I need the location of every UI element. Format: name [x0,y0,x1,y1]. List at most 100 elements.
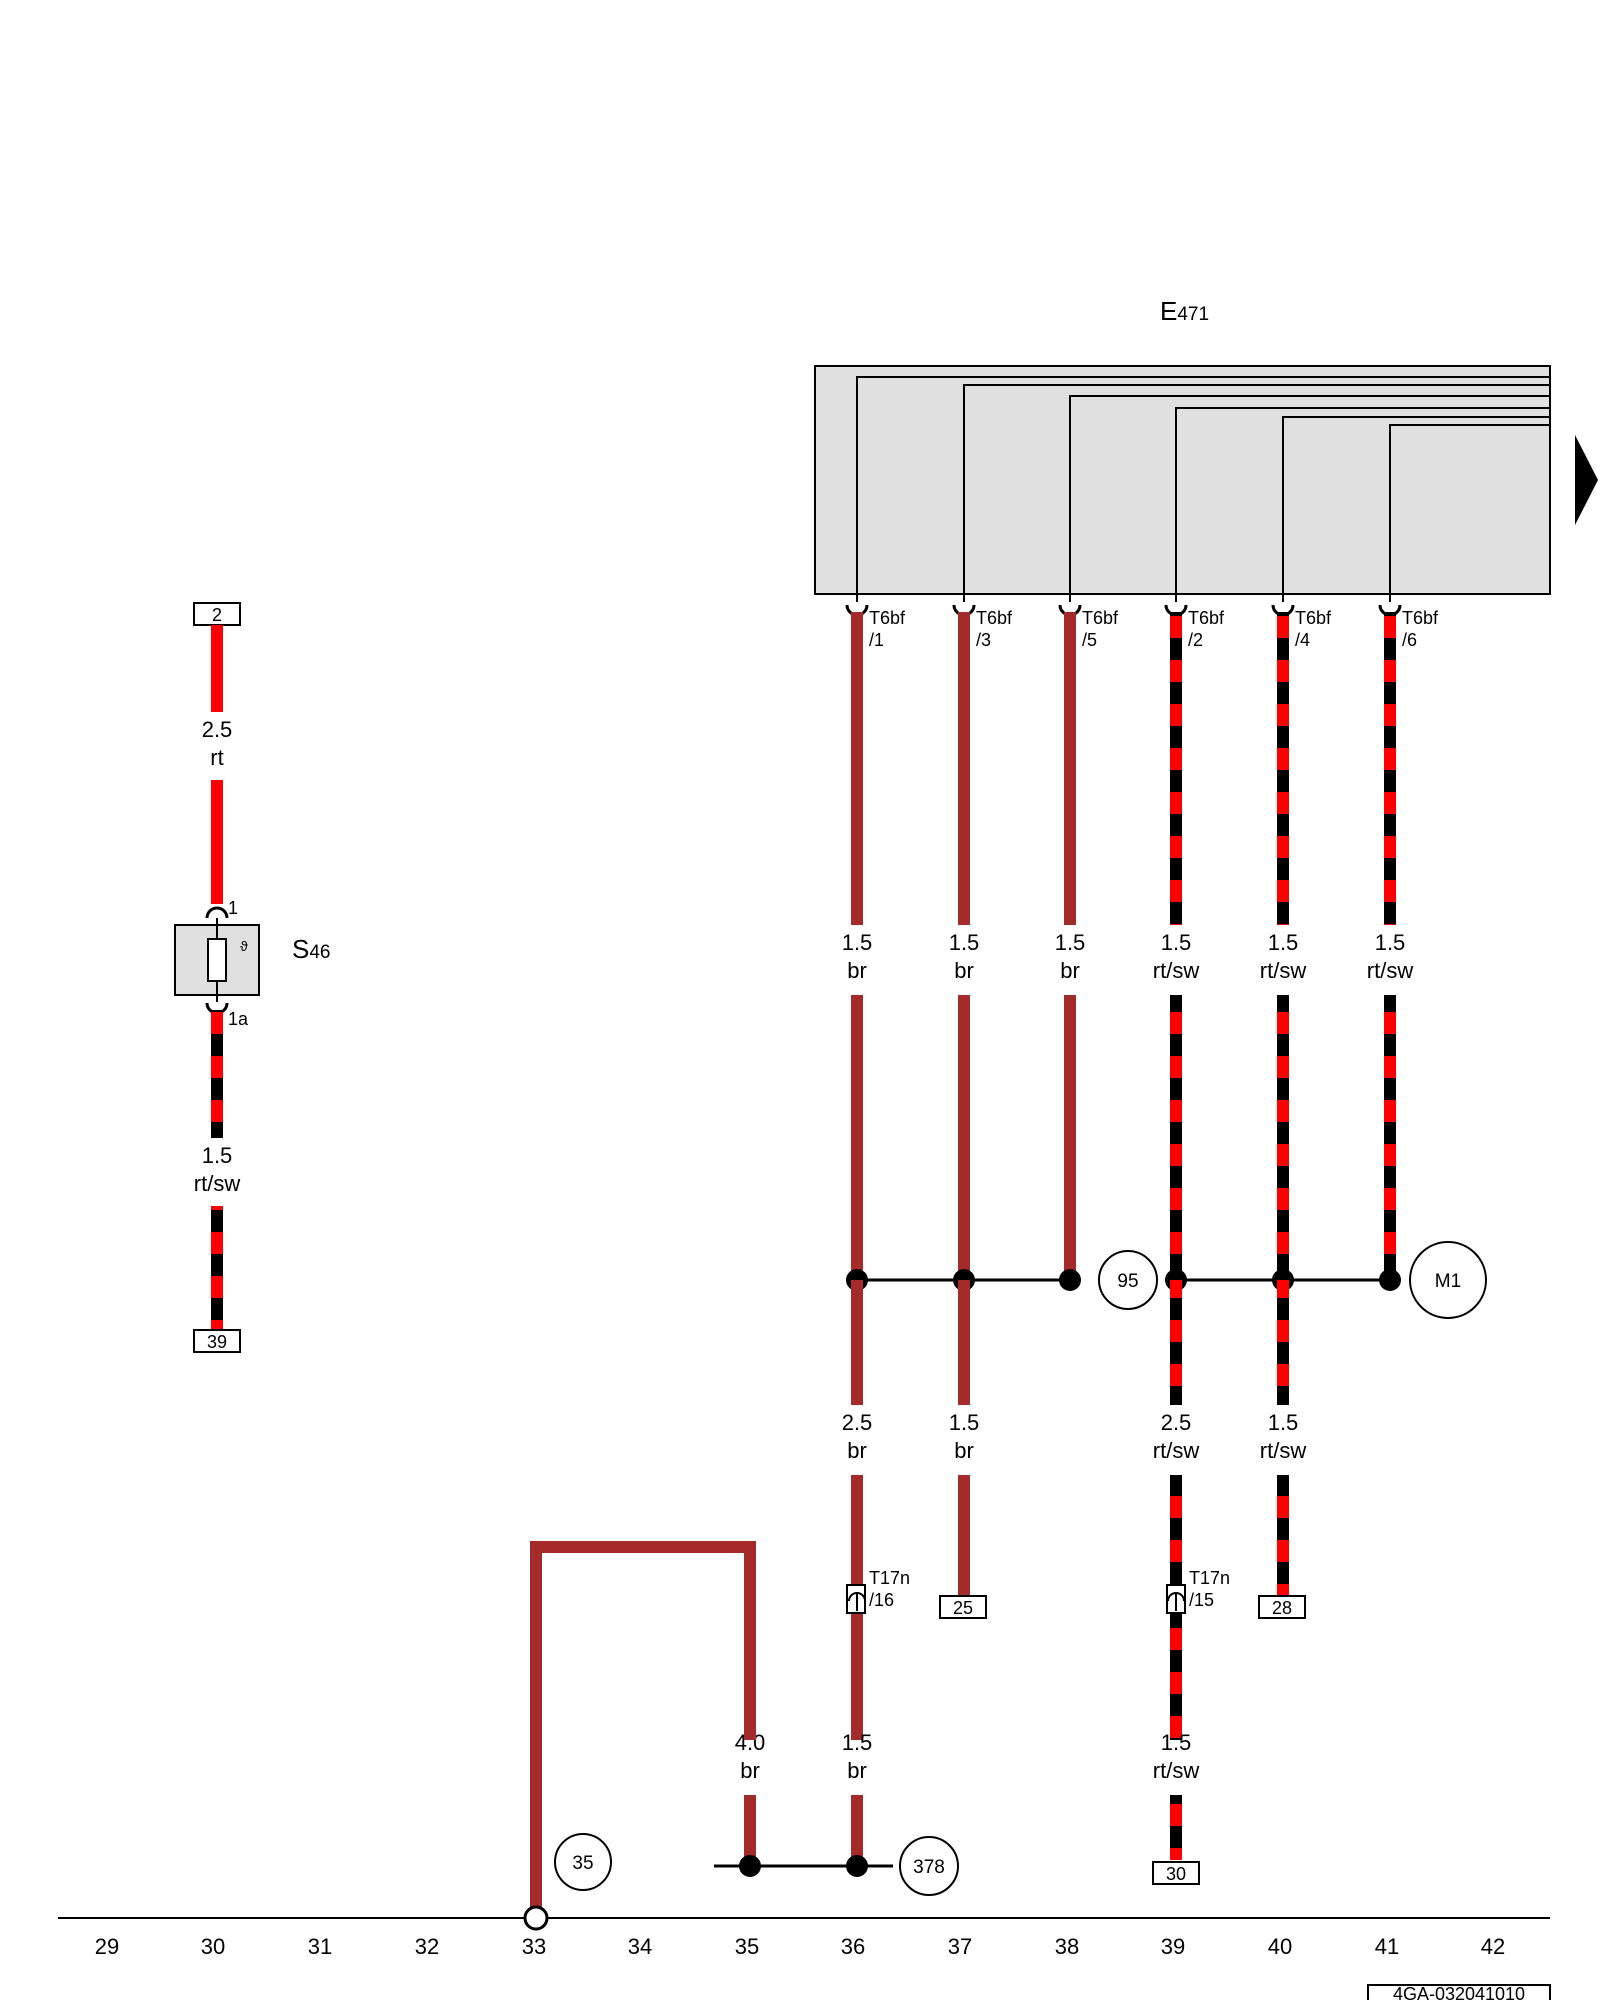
s46-fuse[interactable]: ϑ [174,918,260,1002]
t6bf-2-name: T6bf [1188,608,1225,628]
e471-module[interactable] [814,365,1551,602]
svg-text:ϑ: ϑ [240,938,248,954]
column-number: 36 [841,1934,865,1959]
wire-36-mid-color: br [847,1438,867,1463]
refbox-39[interactable] [193,1329,241,1353]
wire-40-mid-size: 1.5 [1268,1410,1299,1435]
refbox-28[interactable] [1258,1595,1306,1619]
ground-95-label: 95 [1117,1271,1138,1292]
wire-t6bf-6-upper[interactable] [1384,612,1396,1280]
wire-2-color: rt/sw [1153,958,1200,983]
refbox-39-label: 39 [207,1332,227,1352]
t6bf-2-pin: /2 [1188,630,1203,650]
t6bf-6-name: T6bf [1402,608,1439,628]
wire-36-mid-size: 2.5 [842,1410,873,1435]
refbox-30-label: 30 [1166,1864,1186,1884]
t17n-16-connector[interactable] [846,1584,866,1614]
refbox-2-label: 2 [212,605,222,625]
t17n-15-name: T17n [1189,1568,1230,1588]
wire-37-mid-size: 1.5 [949,1410,980,1435]
refbox-25-label: 25 [953,1598,973,1618]
column-number: 38 [1055,1934,1079,1959]
wire-36-bot-size: 1.5 [842,1730,873,1755]
column-number: 41 [1375,1934,1399,1959]
ground-wire-loop[interactable] [530,1541,756,1918]
wire-40-mid-color: rt/sw [1260,1438,1307,1463]
s46-pin1-arc [205,906,229,919]
wire-t6bf-2-upper[interactable] [1170,612,1182,1280]
wire-39-mid-size: 2.5 [1161,1410,1192,1435]
t6bf-3-pin: /3 [976,630,991,650]
wire-35-color: br [740,1758,760,1783]
column-number: 39 [1161,1934,1185,1959]
drawing-id-box [1367,1984,1551,2000]
wire-4-size: 1.5 [1268,930,1299,955]
refbox-28-label: 28 [1272,1598,1292,1618]
wire-5-color: br [1060,958,1080,983]
wire-4-color: rt/sw [1260,958,1307,983]
s46-lower-color: rt/sw [194,1171,241,1196]
column-number: 37 [948,1934,972,1959]
t17n-16-pin: /16 [869,1590,894,1610]
s46-pin1-label: 1 [228,898,238,918]
t6bf-5-name: T6bf [1082,608,1119,628]
wire-6-size: 1.5 [1375,930,1406,955]
junction-dot-36 [846,1855,868,1877]
refbox-30[interactable] [1152,1861,1200,1885]
t6bf-5-pin: /5 [1082,630,1097,650]
t6bf-4-name: T6bf [1295,608,1332,628]
m1-label: M1 [1435,1271,1461,1292]
s46-upper-size: 2.5 [202,717,233,742]
wire-3-size: 1.5 [949,930,980,955]
drawing-id: 4GA-032041010 [1393,1984,1525,2000]
wire-1-size: 1.5 [842,930,873,955]
t17n-15-connector[interactable] [1166,1584,1186,1614]
page-continuation-arrow[interactable] [1575,435,1598,525]
wire-t6bf-4-upper[interactable] [1277,612,1289,1280]
column-number: 30 [201,1934,225,1959]
m1-circle[interactable] [1409,1241,1487,1319]
s46-lower-size: 1.5 [202,1143,233,1168]
wire-39-bot-size: 1.5 [1161,1730,1192,1755]
column-number: 31 [308,1934,332,1959]
t17n-15-pin: /15 [1189,1590,1214,1610]
ground-35-circle[interactable] [554,1833,612,1891]
ground-378-label: 378 [913,1857,945,1878]
t6bf-4-pin: /4 [1295,630,1310,650]
t6bf-3-name: T6bf [976,608,1013,628]
s46-upper-color: rt [210,745,223,770]
column-number: 29 [95,1934,119,1959]
ground-point-33[interactable] [523,1905,549,1931]
t17n-16-name: T17n [869,1568,910,1588]
wire-5-size: 1.5 [1055,930,1086,955]
t6bf-1-pin: /1 [869,630,884,650]
wire-40-lower[interactable] [1277,1280,1289,1598]
t6bf-1-name: T6bf [869,608,906,628]
refbox-25[interactable] [939,1595,987,1619]
ground-95-circle[interactable] [1098,1250,1158,1310]
e471-label: E471 [1160,296,1209,326]
wire-2-size: 1.5 [1161,930,1192,955]
s46-label: S46 [292,934,330,964]
wire-36-bot-color: br [847,1758,867,1783]
s46-pin1a-label: 1a [228,1009,249,1029]
column-number: 42 [1481,1934,1505,1959]
wire-3-color: br [954,958,974,983]
ground-35-label: 35 [572,1853,593,1874]
wire-s46-lower[interactable] [211,1010,223,1334]
t6bf-6-pin: /6 [1402,630,1417,650]
wire-37-mid-color: br [954,1438,974,1463]
wire-39-mid-color: rt/sw [1153,1438,1200,1463]
junction-dot-35 [739,1855,761,1877]
ground-378-circle[interactable] [899,1836,959,1896]
column-number: 32 [415,1934,439,1959]
wire-39-bot-color: rt/sw [1153,1758,1200,1783]
column-number: 35 [735,1934,759,1959]
column-number: 33 [522,1934,546,1959]
column-numbers: 29 30 31 32 33 34 35 36 37 38 39 40 41 4… [95,1934,1505,1959]
column-number: 34 [628,1934,652,1959]
column-number: 40 [1268,1934,1292,1959]
wire-6-color: rt/sw [1367,958,1414,983]
wire-1-color: br [847,958,867,983]
